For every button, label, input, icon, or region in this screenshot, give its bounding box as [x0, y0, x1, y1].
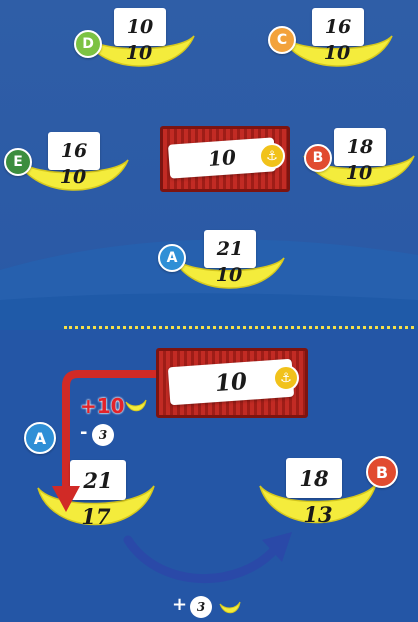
plus-sign: +: [172, 594, 187, 615]
token-three: 3: [190, 596, 212, 618]
banana-mini-icon: [218, 600, 242, 616]
